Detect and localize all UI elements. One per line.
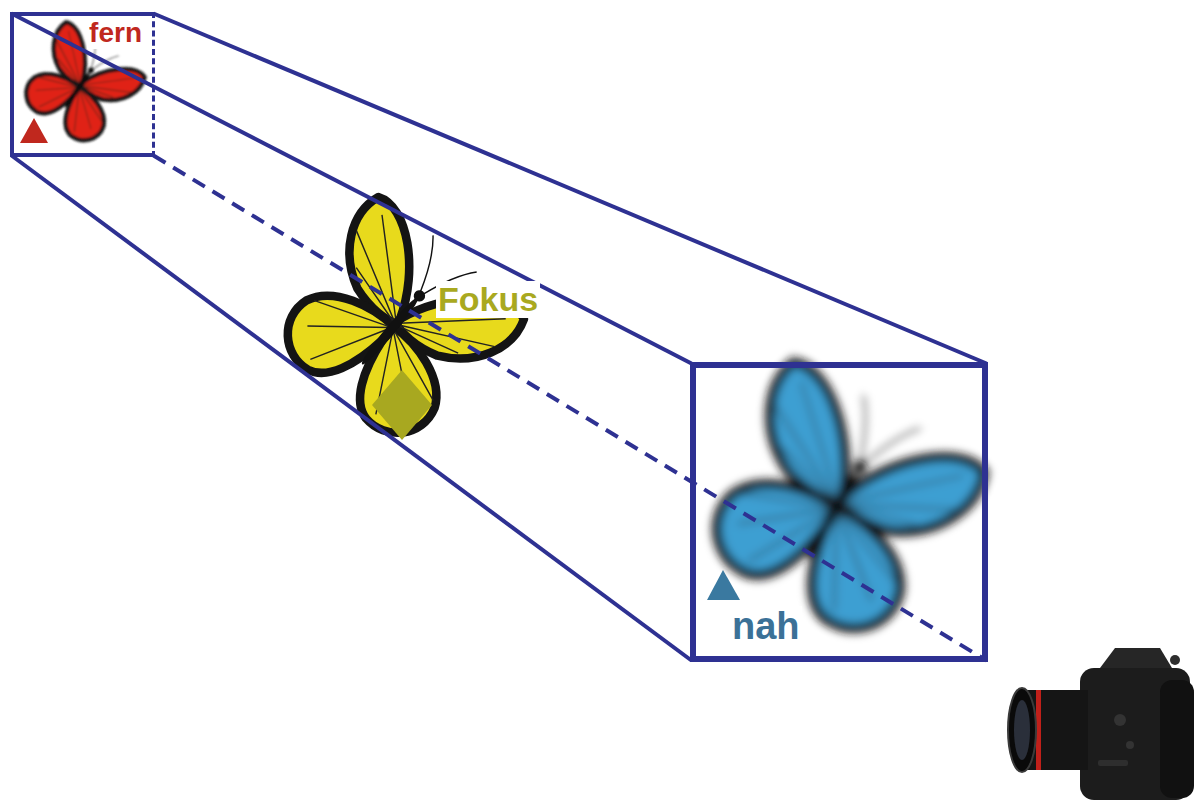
camera-icon (1008, 648, 1194, 800)
plane-label: nah (730, 606, 802, 648)
plane-label: fern (87, 18, 144, 49)
focus-label: Fokus (436, 281, 540, 318)
label-holder: Fokus (436, 281, 540, 318)
focus-butterfly (261, 190, 530, 457)
near-marker (707, 570, 740, 600)
frustum-line (12, 156, 692, 661)
frustum-line (12, 14, 692, 364)
far-butterfly (13, 19, 148, 152)
far-plane-frame: fern (10, 12, 155, 157)
frustum-line (154, 156, 987, 661)
far-marker (20, 118, 48, 143)
near-butterfly (687, 355, 991, 653)
near-plane-frame: nah (690, 362, 988, 662)
frustum-line (154, 14, 987, 364)
